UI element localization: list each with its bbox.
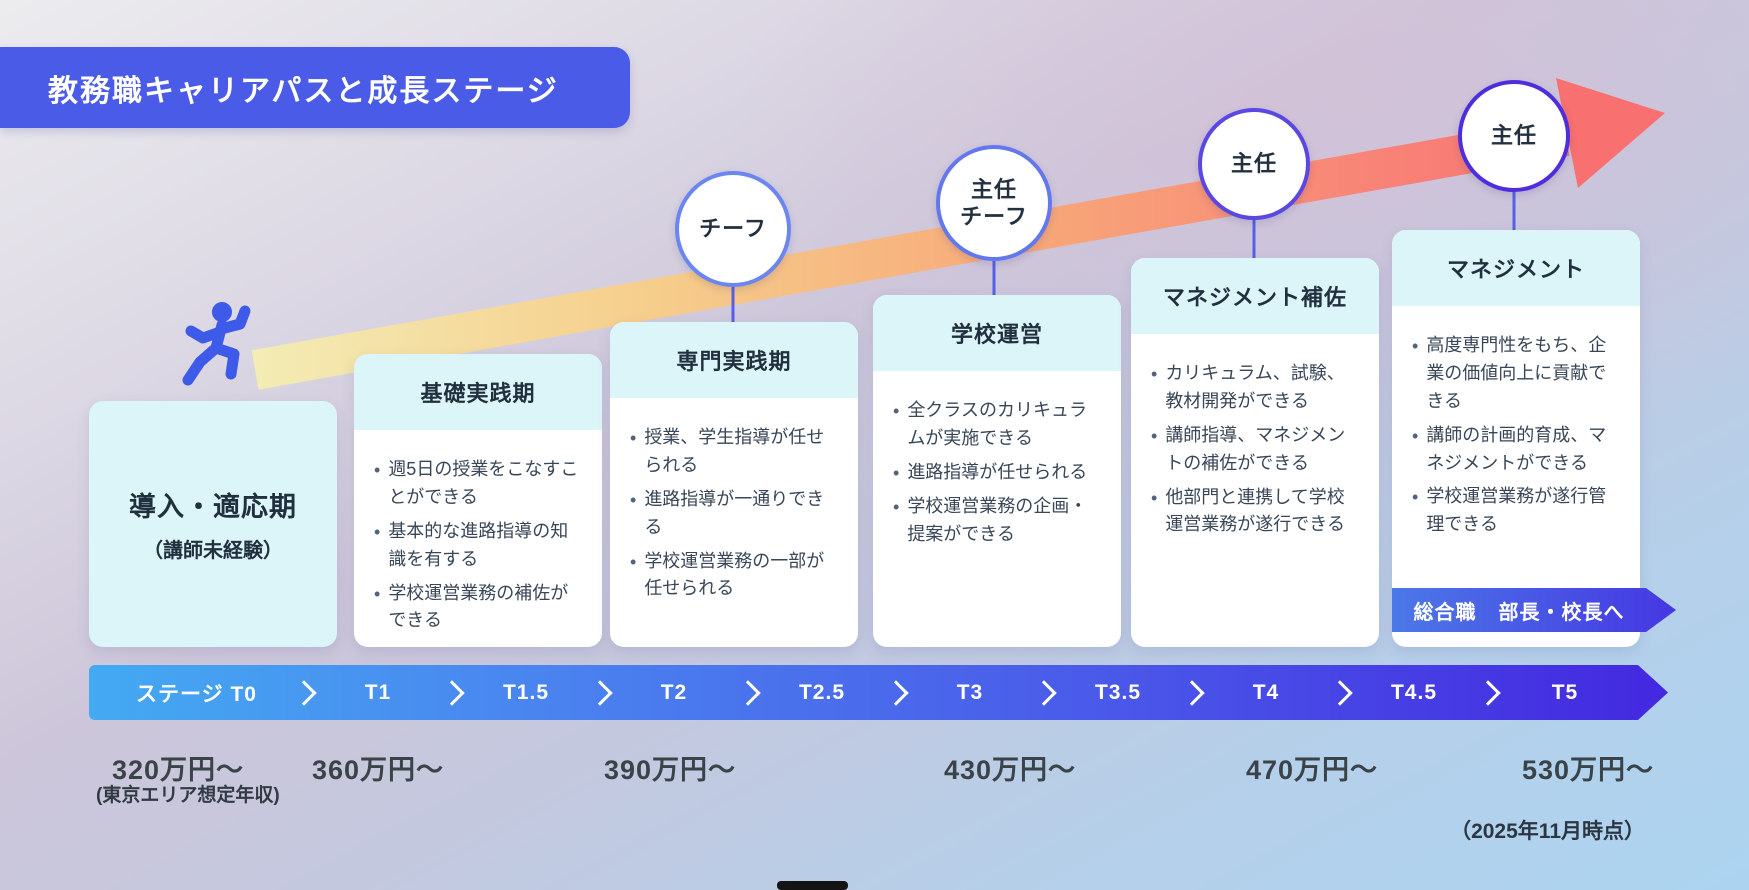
runner-icon [182,302,251,386]
salary-note: (東京エリア想定年収) [96,785,280,806]
bullet-dot-icon: • [1412,487,1419,508]
role-circle-shunin-2: 主任 [1458,80,1570,192]
card-bullet: •カリキュラム、試験、教材開発ができる [1151,360,1361,416]
timeline-stage-t2: T2 [600,665,748,720]
role-label: 主任 [970,176,1017,202]
card-title: 学校運営 [873,295,1121,371]
card-bullet: •全クラスのカリキュラムが実施できる [893,397,1103,453]
timeline-stage-t3-5: T3.5 [1044,665,1192,720]
role-label-line2: チーフ [960,204,1028,229]
bullet-dot-icon: • [374,583,381,604]
card-bullet-list: •高度専門性をもち、企業の価値向上に貢献できる •講師の計画的育成、マネジメント… [1392,306,1640,559]
ribbon-label-right: 部長・校長へ [1498,601,1625,624]
timeline-stage-t4-5: T4.5 [1340,665,1488,720]
bullet-dot-icon: • [1412,425,1419,446]
stage-card-specialized-practice: 専門実践期 •授業、学生指導が任せられる •進路指導が一通りできる •学校運営業… [610,322,858,647]
bullet-dot-icon: • [893,401,900,421]
card-bullet-list: •週5日の授業をこなすことができる •基本的な進路指導の知識を有する •学校運営… [354,430,602,647]
bullet-dot-icon: • [374,460,381,480]
role-label: 主任 [1490,123,1537,149]
bullet-dot-icon: • [893,496,900,517]
card-bullet: •授業、学生指導が任せられる [630,424,840,480]
card-bullet: •講師指導、マネジメントの補佐ができる [1151,422,1361,478]
role-circle-shunin-1: 主任 [1198,108,1310,220]
bullet-dot-icon: • [630,551,637,572]
ribbon-label-left: 総合職 [1413,601,1477,624]
promotion-ribbon: 総合職 部長・校長へ [1392,588,1676,632]
salary-t1: 360万円〜 [311,755,445,785]
timeline-stage-t0: ステージ T0 [89,665,304,720]
timeline-stage-t1-5: T1.5 [452,665,600,720]
bullet-dot-icon: • [1151,425,1158,446]
arrow-head-icon [1556,78,1665,188]
card-subtitle: （講師未経験） [143,540,283,562]
timeline-stage-t4: T4 [1192,665,1340,720]
card-title: 導入・適応期 [129,492,297,522]
card-bullet: •週5日の授業をこなすことができる [374,456,584,512]
card-bullet: •進路指導が一通りできる [630,486,840,542]
card-bullet: •学校運営業務の一部が任せられる [630,548,840,604]
bullet-dot-icon: • [630,489,637,510]
bullet-dot-icon: • [893,462,900,483]
timeline-stage-t5: T5 [1551,680,1579,704]
card-bullet: •他部門と連携して学校運営業務が遂行できる [1151,484,1361,540]
page-title: 教務職キャリアパスと成長ステージ [48,74,559,108]
card-title: 専門実践期 [610,322,858,398]
stage-card-intro: 導入・適応期 （講師未経験） [89,401,337,647]
card-title: 基礎実践期 [354,354,602,430]
intro-card-body: 導入・適応期 （講師未経験） [89,401,337,647]
salary-t4: 470万円〜 [1245,755,1379,785]
timeline-stage-t3: T3 [896,665,1044,720]
bullet-dot-icon: • [1151,487,1158,508]
salary-t2: 390万円〜 [603,755,737,785]
title-banner: 教務職キャリアパスと成長ステージ [0,47,630,128]
card-bullet-list: •カリキュラム、試験、教材開発ができる •講師指導、マネジメントの補佐ができる … [1131,334,1379,559]
card-bullet-list: •全クラスのカリキュラムが実施できる •進路指導が任せられる •学校運営業務の企… [873,371,1121,568]
card-title: マネジメント補佐 [1131,258,1379,334]
bullet-dot-icon: • [1151,364,1158,384]
card-bullet: •学校運営業務が遂行管理できる [1412,483,1622,539]
date-footnote: （2025年11月時点） [1450,820,1645,843]
salary-t3: 430万円〜 [943,755,1077,785]
card-bullet: •学校運営業務の補佐ができる [374,580,584,636]
card-bullet: •学校運営業務の企画・提案ができる [893,493,1103,549]
card-bullet: •講師の計画的育成、マネジメントができる [1412,422,1622,478]
bullet-dot-icon: • [374,521,381,542]
stage-timeline: ステージ T0 T1 T1.5 T2 T2.5 T3 T3.5 T4 T4.5 … [89,665,1668,720]
home-indicator [777,881,848,890]
salary-t5: 530万円〜 [1521,755,1655,785]
timeline-stage-t2-5: T2.5 [748,665,896,720]
stage-card-basic-practice: 基礎実践期 •週5日の授業をこなすことができる •基本的な進路指導の知識を有する… [354,354,602,647]
salary-t0: 320万円〜 [111,755,245,785]
card-bullet-list: •授業、学生指導が任せられる •進路指導が一通りできる •学校運営業務の一部が任… [610,398,858,623]
bullet-dot-icon: • [1412,336,1419,356]
stage-card-school-management: 学校運営 •全クラスのカリキュラムが実施できる •進路指導が任せられる •学校運… [873,295,1121,647]
card-bullet: •高度専門性をもち、企業の価値向上に貢献できる [1412,332,1622,416]
role-circle-senior-chief: 主任 チーフ [936,145,1052,261]
role-label: チーフ [699,216,767,242]
card-bullet: •基本的な進路指導の知識を有する [374,518,584,574]
bullet-dot-icon: • [630,428,637,448]
stage-card-management: マネジメント •高度専門性をもち、企業の価値向上に貢献できる •講師の計画的育成… [1392,230,1640,647]
card-title: マネジメント [1392,230,1640,306]
role-circle-chief: チーフ [675,171,791,287]
card-bullet: •進路指導が任せられる [893,459,1103,487]
timeline-stage-t1: T1 [304,665,452,720]
stage-card-management-assistant: マネジメント補佐 •カリキュラム、試験、教材開発ができる •講師指導、マネジメン… [1131,258,1379,647]
role-label: 主任 [1230,151,1277,177]
